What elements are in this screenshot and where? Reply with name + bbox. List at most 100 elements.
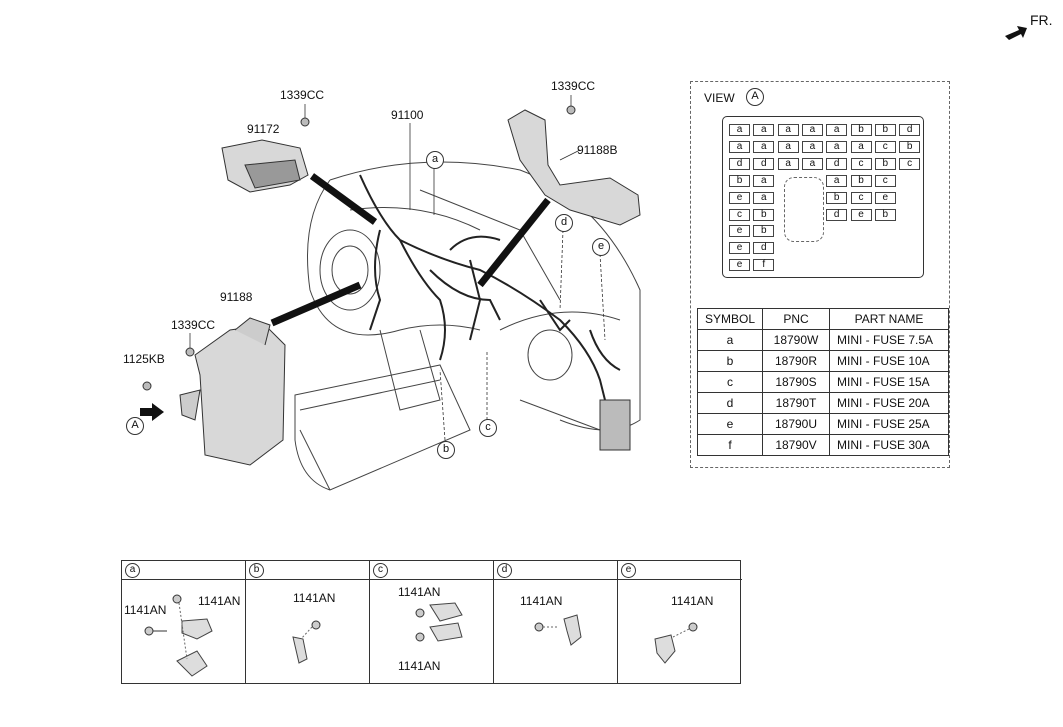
part-name-cell: MINI - FUSE 10A bbox=[829, 350, 949, 372]
bolt-label: 1141AN bbox=[398, 585, 441, 599]
fuse-slot: c bbox=[874, 140, 896, 153]
part-name-cell: MINI - FUSE 15A bbox=[829, 371, 949, 393]
fuse-slot: b bbox=[753, 208, 775, 221]
fuse-slot: a bbox=[753, 174, 775, 187]
detail-panel-a: a 1141AN 1141AN bbox=[122, 561, 246, 683]
view-title: VIEW bbox=[704, 91, 735, 105]
pnc-cell: 18790S bbox=[762, 371, 830, 393]
fuse-slot: d bbox=[899, 124, 921, 136]
fuse-slot: c bbox=[850, 191, 872, 204]
view-a-box bbox=[690, 81, 950, 468]
part-name-cell: MINI - FUSE 20A bbox=[829, 392, 949, 414]
pnc-cell: 18790W bbox=[762, 329, 830, 351]
fuse-slot: a bbox=[826, 174, 848, 187]
fuse-slot: e bbox=[729, 259, 750, 272]
fuse-slot: c bbox=[729, 208, 750, 221]
bracket-label-91172: 91172 bbox=[247, 122, 280, 136]
harness-label-91100: 91100 bbox=[391, 108, 424, 122]
part-name-cell: MINI - FUSE 25A bbox=[829, 413, 949, 435]
detail-panel-header: c bbox=[370, 561, 493, 580]
fuse-slot: b bbox=[753, 225, 775, 238]
fuse-slot: b bbox=[874, 124, 896, 136]
detail-letter: d bbox=[497, 563, 512, 578]
detail-views-strip: a 1141AN 1141AN b 1141AN c 1141AN 1141AN bbox=[121, 560, 742, 684]
symbol-cell: a bbox=[697, 329, 763, 351]
clip-label-junction: 1339CC bbox=[171, 318, 216, 332]
fuse-slot: a bbox=[850, 140, 872, 153]
detail-panel-header: d bbox=[494, 561, 617, 580]
fuse-slot: a bbox=[777, 124, 799, 136]
symbol-cell: d bbox=[697, 392, 763, 414]
bolt-bracket-sketch bbox=[415, 602, 463, 642]
detail-panel-e: e 1141AN bbox=[618, 561, 742, 683]
bolt-bracket-sketch bbox=[534, 614, 582, 646]
relay-slot bbox=[783, 176, 824, 242]
detail-letter: c bbox=[373, 563, 388, 578]
fuse-slot: c bbox=[850, 157, 872, 170]
bolt-label: 1141AN bbox=[198, 594, 241, 608]
pnc-cell: 18790T bbox=[762, 392, 830, 414]
fuse-slot: e bbox=[729, 191, 750, 204]
bolt-label-junction: 1125KB bbox=[123, 352, 165, 366]
fuse-slot: b bbox=[899, 140, 921, 153]
bolt-label: 1141AN bbox=[398, 659, 441, 673]
callout-e: e bbox=[592, 238, 610, 256]
front-arrow-icon bbox=[1005, 26, 1027, 40]
bracket-91188b bbox=[507, 105, 641, 226]
fuse-slot: b bbox=[826, 191, 848, 204]
fuse-slot: a bbox=[801, 157, 823, 170]
callout-c: c bbox=[479, 419, 497, 437]
bolt-bracket-sketch bbox=[144, 594, 213, 677]
detail-letter: e bbox=[621, 563, 636, 578]
clip-label-top-right: 1339CC bbox=[551, 79, 596, 93]
fuse-slot: a bbox=[826, 124, 848, 136]
front-label: FR. bbox=[1030, 12, 1053, 28]
detail-panel-d: d 1141AN bbox=[494, 561, 618, 683]
detail-panel-header: b bbox=[246, 561, 369, 580]
fuse-slot: e bbox=[729, 225, 750, 238]
dashboard-wiring-illustration bbox=[140, 95, 641, 491]
header-pnc: PNC bbox=[762, 308, 830, 330]
detail-letter: b bbox=[249, 563, 264, 578]
detail-letter: a bbox=[125, 563, 140, 578]
bolt-label: 1141AN bbox=[520, 594, 563, 608]
bracket-91172 bbox=[221, 117, 310, 193]
fuse-slot: a bbox=[729, 140, 750, 153]
part-name-cell: MINI - FUSE 30A bbox=[829, 434, 949, 456]
fuse-slot: a bbox=[753, 191, 775, 204]
fuse-slot: b bbox=[850, 124, 872, 136]
symbol-cell: c bbox=[697, 371, 763, 393]
bolt-label: 1141AN bbox=[671, 594, 714, 608]
fuse-slot: e bbox=[874, 191, 896, 204]
callout-a: a bbox=[426, 151, 444, 169]
junction-box-91188 bbox=[140, 317, 286, 466]
detail-panel-header: e bbox=[618, 561, 742, 580]
fuse-slot: d bbox=[826, 208, 848, 221]
fuse-slot: d bbox=[753, 157, 775, 170]
bolt-bracket-sketch bbox=[654, 622, 698, 664]
fuse-slot: a bbox=[729, 124, 750, 136]
symbol-cell: b bbox=[697, 350, 763, 372]
fuse-slot: d bbox=[729, 157, 750, 170]
bolt-bracket-sketch bbox=[292, 620, 321, 664]
fuse-slot: a bbox=[777, 140, 799, 153]
fuse-slot: a bbox=[753, 124, 775, 136]
view-a-callout: A bbox=[126, 417, 144, 435]
fuse-slot: b bbox=[729, 174, 750, 187]
fuse-slot: a bbox=[753, 140, 775, 153]
junction-box-label: 91188 bbox=[220, 290, 253, 304]
pnc-cell: 18790V bbox=[762, 434, 830, 456]
fuse-slot: e bbox=[850, 208, 872, 221]
header-part-name: PART NAME bbox=[829, 308, 949, 330]
fuse-slot: c bbox=[874, 174, 896, 187]
bolt-label: 1141AN bbox=[293, 591, 336, 605]
part-name-cell: MINI - FUSE 7.5A bbox=[829, 329, 949, 351]
fuse-slot: f bbox=[753, 259, 775, 272]
fuse-slot: b bbox=[874, 157, 896, 170]
